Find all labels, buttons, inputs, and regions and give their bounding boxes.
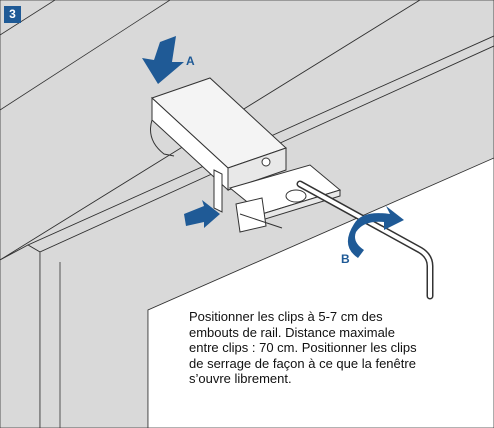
- frame-left: [0, 244, 41, 428]
- allen-key-inner: [298, 182, 432, 298]
- window-opening: [147, 157, 494, 428]
- callout-a-label: A: [186, 54, 195, 68]
- clamp-hole: [285, 189, 307, 203]
- clip-block-side: [227, 147, 287, 191]
- step-number-badge: 3: [4, 6, 21, 23]
- wall-line-1: [0, 0, 56, 36]
- clamp-spring: [239, 213, 283, 229]
- clip-screw: [261, 157, 271, 167]
- callout-b-label: B: [341, 252, 350, 266]
- arrow-b: [347, 206, 404, 258]
- arrow-push: [184, 200, 220, 228]
- clip-hook: [150, 119, 175, 157]
- wall-line-2: [0, 0, 171, 111]
- instruction-text: Positionner les clips à 5-7 cm des embou…: [189, 309, 417, 387]
- arrow-a: [142, 36, 184, 84]
- clamp-lower: [235, 197, 267, 233]
- clamp-leg: [213, 169, 223, 213]
